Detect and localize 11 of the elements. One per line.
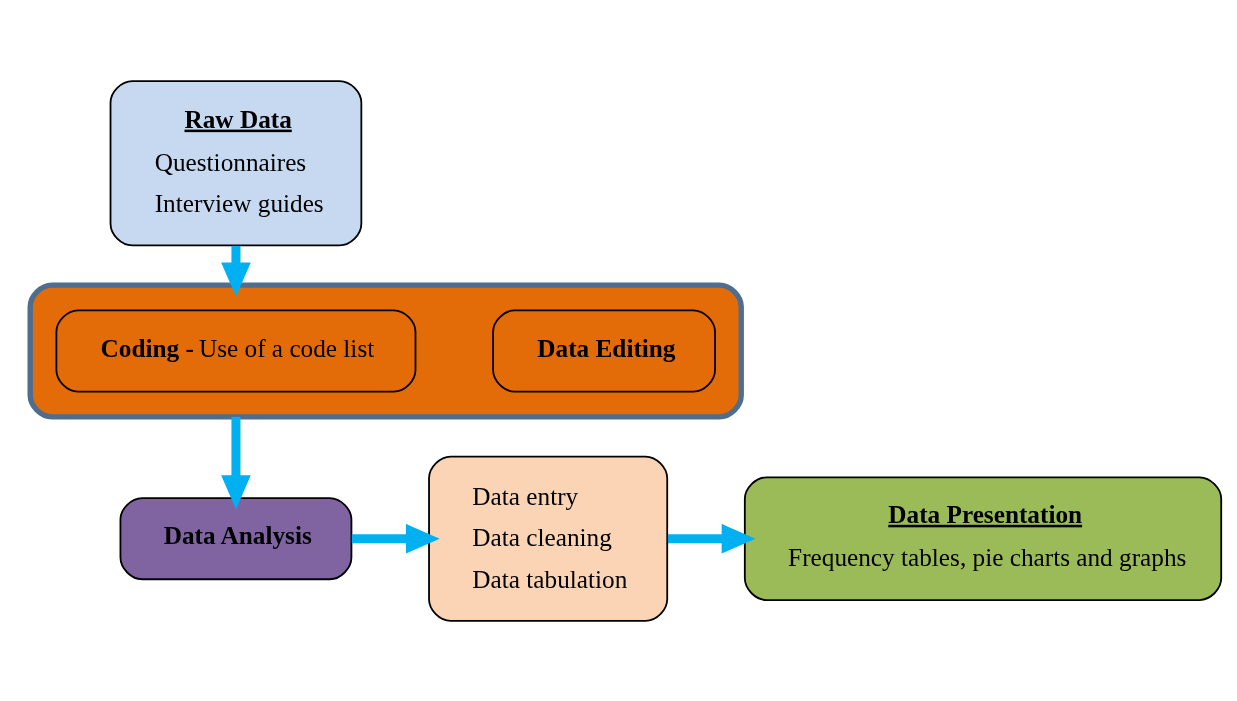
node-box: Raw Data Questionnaires Interview guides	[109, 79, 363, 246]
node-box: Data Presentation Frequency tables, pie charts and graphs	[743, 475, 1223, 601]
node-box: Data Analysis	[119, 496, 353, 580]
node-box: Data Editing	[492, 309, 716, 392]
arrow	[221, 245, 251, 296]
arrow	[351, 523, 440, 553]
cluster	[27, 281, 744, 420]
arrow	[221, 416, 251, 509]
node-box: Coding - Use of a code list	[55, 309, 417, 392]
arrow	[667, 523, 756, 553]
node-box: Data entry Data cleaning Data tabulation	[428, 455, 669, 622]
